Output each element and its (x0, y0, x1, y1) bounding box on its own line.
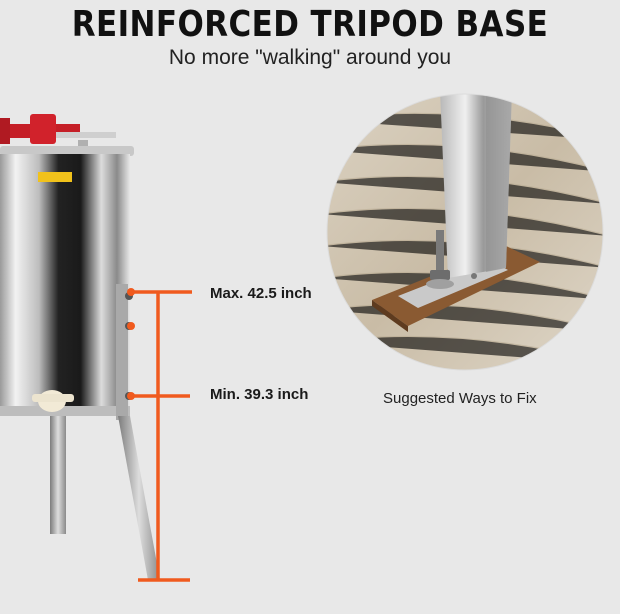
min-marker-dot (127, 392, 135, 400)
max-height-label: Max. 42.5 inch (210, 285, 312, 302)
min-height-label: Min. 39.3 inch (210, 386, 309, 403)
extractor-drum (0, 146, 134, 416)
gear-frame (0, 114, 116, 146)
page-title: REINFORCED TRIPOD BASE (71, 4, 549, 45)
detail-circle-border (326, 93, 604, 371)
page-subtitle: No more "walking" around you (168, 46, 452, 69)
warning-sticker (38, 172, 72, 182)
tripod-legs (50, 284, 160, 580)
measurement-guides (134, 290, 192, 582)
mid-marker-dot (127, 322, 135, 330)
max-marker-dot (127, 288, 135, 296)
fixing-detail-image (327, 94, 603, 370)
detail-caption: Suggested Ways to Fix (383, 390, 537, 407)
